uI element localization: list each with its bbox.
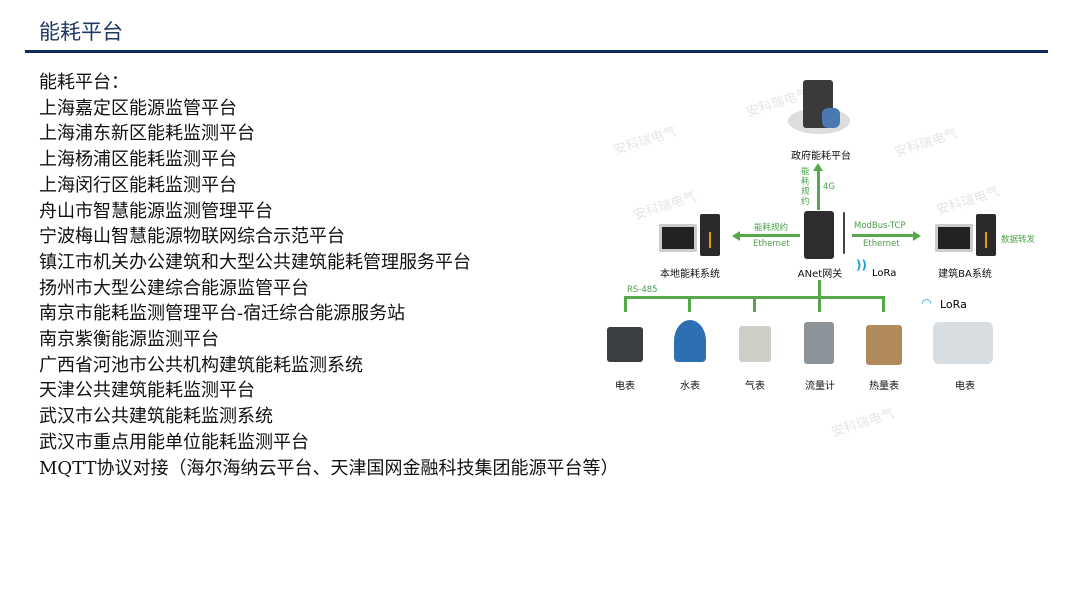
list-item: 武汉市公共建筑能耗监测系统: [39, 406, 273, 428]
list-item: 扬州市大型公建综合能源监管平台: [39, 277, 309, 299]
device-label: 气表: [745, 381, 765, 392]
list-heading: 能耗平台：: [39, 72, 129, 93]
left-protocol-label: 能耗规约: [754, 223, 789, 233]
list-item: 南京紫衡能源监测平台: [39, 329, 219, 351]
list-item: 上海浦东新区能耗监测平台: [39, 123, 255, 145]
lora-label: LoRa: [940, 298, 967, 311]
watermark: 安科瑞电气: [611, 124, 679, 159]
right-link-arrow: [852, 234, 914, 237]
watermark: 安科瑞电气: [892, 126, 960, 161]
list-item: 上海闵行区能耗监测平台: [39, 174, 237, 196]
watermark: 安科瑞电气: [829, 406, 897, 441]
device-label: 水表: [680, 381, 700, 392]
water-meter-icon: [674, 320, 706, 362]
bus-drop: [753, 296, 756, 312]
wifi-icon: ◠: [922, 296, 932, 310]
device-label: 流量计: [805, 381, 835, 392]
gateway-lora-label: LoRa: [872, 268, 897, 279]
list-item: 上海杨浦区能耗监测平台: [39, 149, 237, 171]
device-label: 电表: [615, 381, 635, 392]
monitor-icon: [935, 224, 973, 252]
arrow-head-icon: [813, 163, 823, 171]
flow-meter-icon: [804, 322, 834, 364]
local-system-label: 本地能耗系统: [660, 269, 720, 280]
gateway-label: ANet网关: [797, 269, 843, 280]
title-divider: [25, 50, 1048, 53]
wireless-icon: )): [856, 258, 867, 272]
list-item: 宁波梅山智慧能源物联网综合示范平台: [39, 226, 345, 248]
bus-trunk: [818, 280, 821, 298]
list-item: 舟山市智慧能源监测管理平台: [39, 200, 273, 222]
up-protocol-label: 能 耗 规 约: [801, 167, 810, 207]
monitor-icon: [659, 224, 697, 252]
list-item: 镇江市机关办公建筑和大型公共建筑能耗管理服务平台: [39, 251, 471, 273]
page-title: 能耗平台: [39, 20, 123, 44]
power-meter-icon: [607, 327, 643, 362]
bus-drop: [882, 296, 885, 312]
watermark: 安科瑞电气: [934, 184, 1002, 219]
right-link-label: Ethernet: [863, 239, 900, 249]
arrow-head-icon: [732, 231, 740, 241]
left-link-label: Ethernet: [753, 239, 790, 249]
left-link-arrow: [740, 234, 800, 237]
antenna-icon: [843, 212, 845, 254]
bus-drop: [688, 296, 691, 312]
bus-drop: [624, 296, 627, 312]
device-label: 电表: [955, 381, 975, 392]
right-protocol-label: ModBus-TCP: [854, 221, 906, 231]
gas-meter-icon: [739, 326, 771, 362]
pc-tower-icon: [700, 214, 720, 256]
list-item: MQTT协议对接（海尔海纳云平台、天津国网金融科技集团能源平台等）: [39, 457, 619, 479]
device-label: 热量表: [869, 381, 899, 392]
up-link-label: 4G: [823, 182, 835, 192]
heat-meter-icon: [866, 325, 902, 365]
uplink-arrow: [817, 170, 820, 210]
list-item: 武汉市重点用能单位能耗监测平台: [39, 431, 309, 453]
bus-label: RS-485: [627, 285, 658, 295]
list-item: 天津公共建筑能耗监测平台: [39, 380, 255, 402]
database-icon: [822, 108, 840, 128]
list-item: 上海嘉定区能源监管平台: [39, 97, 237, 119]
platform-list: 能耗平台： 上海嘉定区能源监管平台 上海浦东新区能耗监测平台 上海杨浦区能耗监测…: [39, 70, 619, 481]
gov-platform-label: 政府能耗平台: [791, 151, 851, 162]
watermark: 安科瑞电气: [631, 189, 699, 224]
forward-label: 数据转发: [1001, 235, 1036, 245]
gateway-icon: [804, 211, 834, 259]
pc-tower-icon: [976, 214, 996, 256]
list-item: 广西省河池市公共机构建筑能耗监测系统: [39, 354, 363, 376]
wireless-meter-icon: [933, 322, 993, 364]
ba-system-label: 建筑BA系统: [938, 269, 992, 280]
list-item: 南京市能耗监测管理平台-宿迁综合能源服务站: [39, 303, 406, 325]
arrow-head-icon: [913, 231, 921, 241]
bus-drop: [818, 296, 821, 312]
